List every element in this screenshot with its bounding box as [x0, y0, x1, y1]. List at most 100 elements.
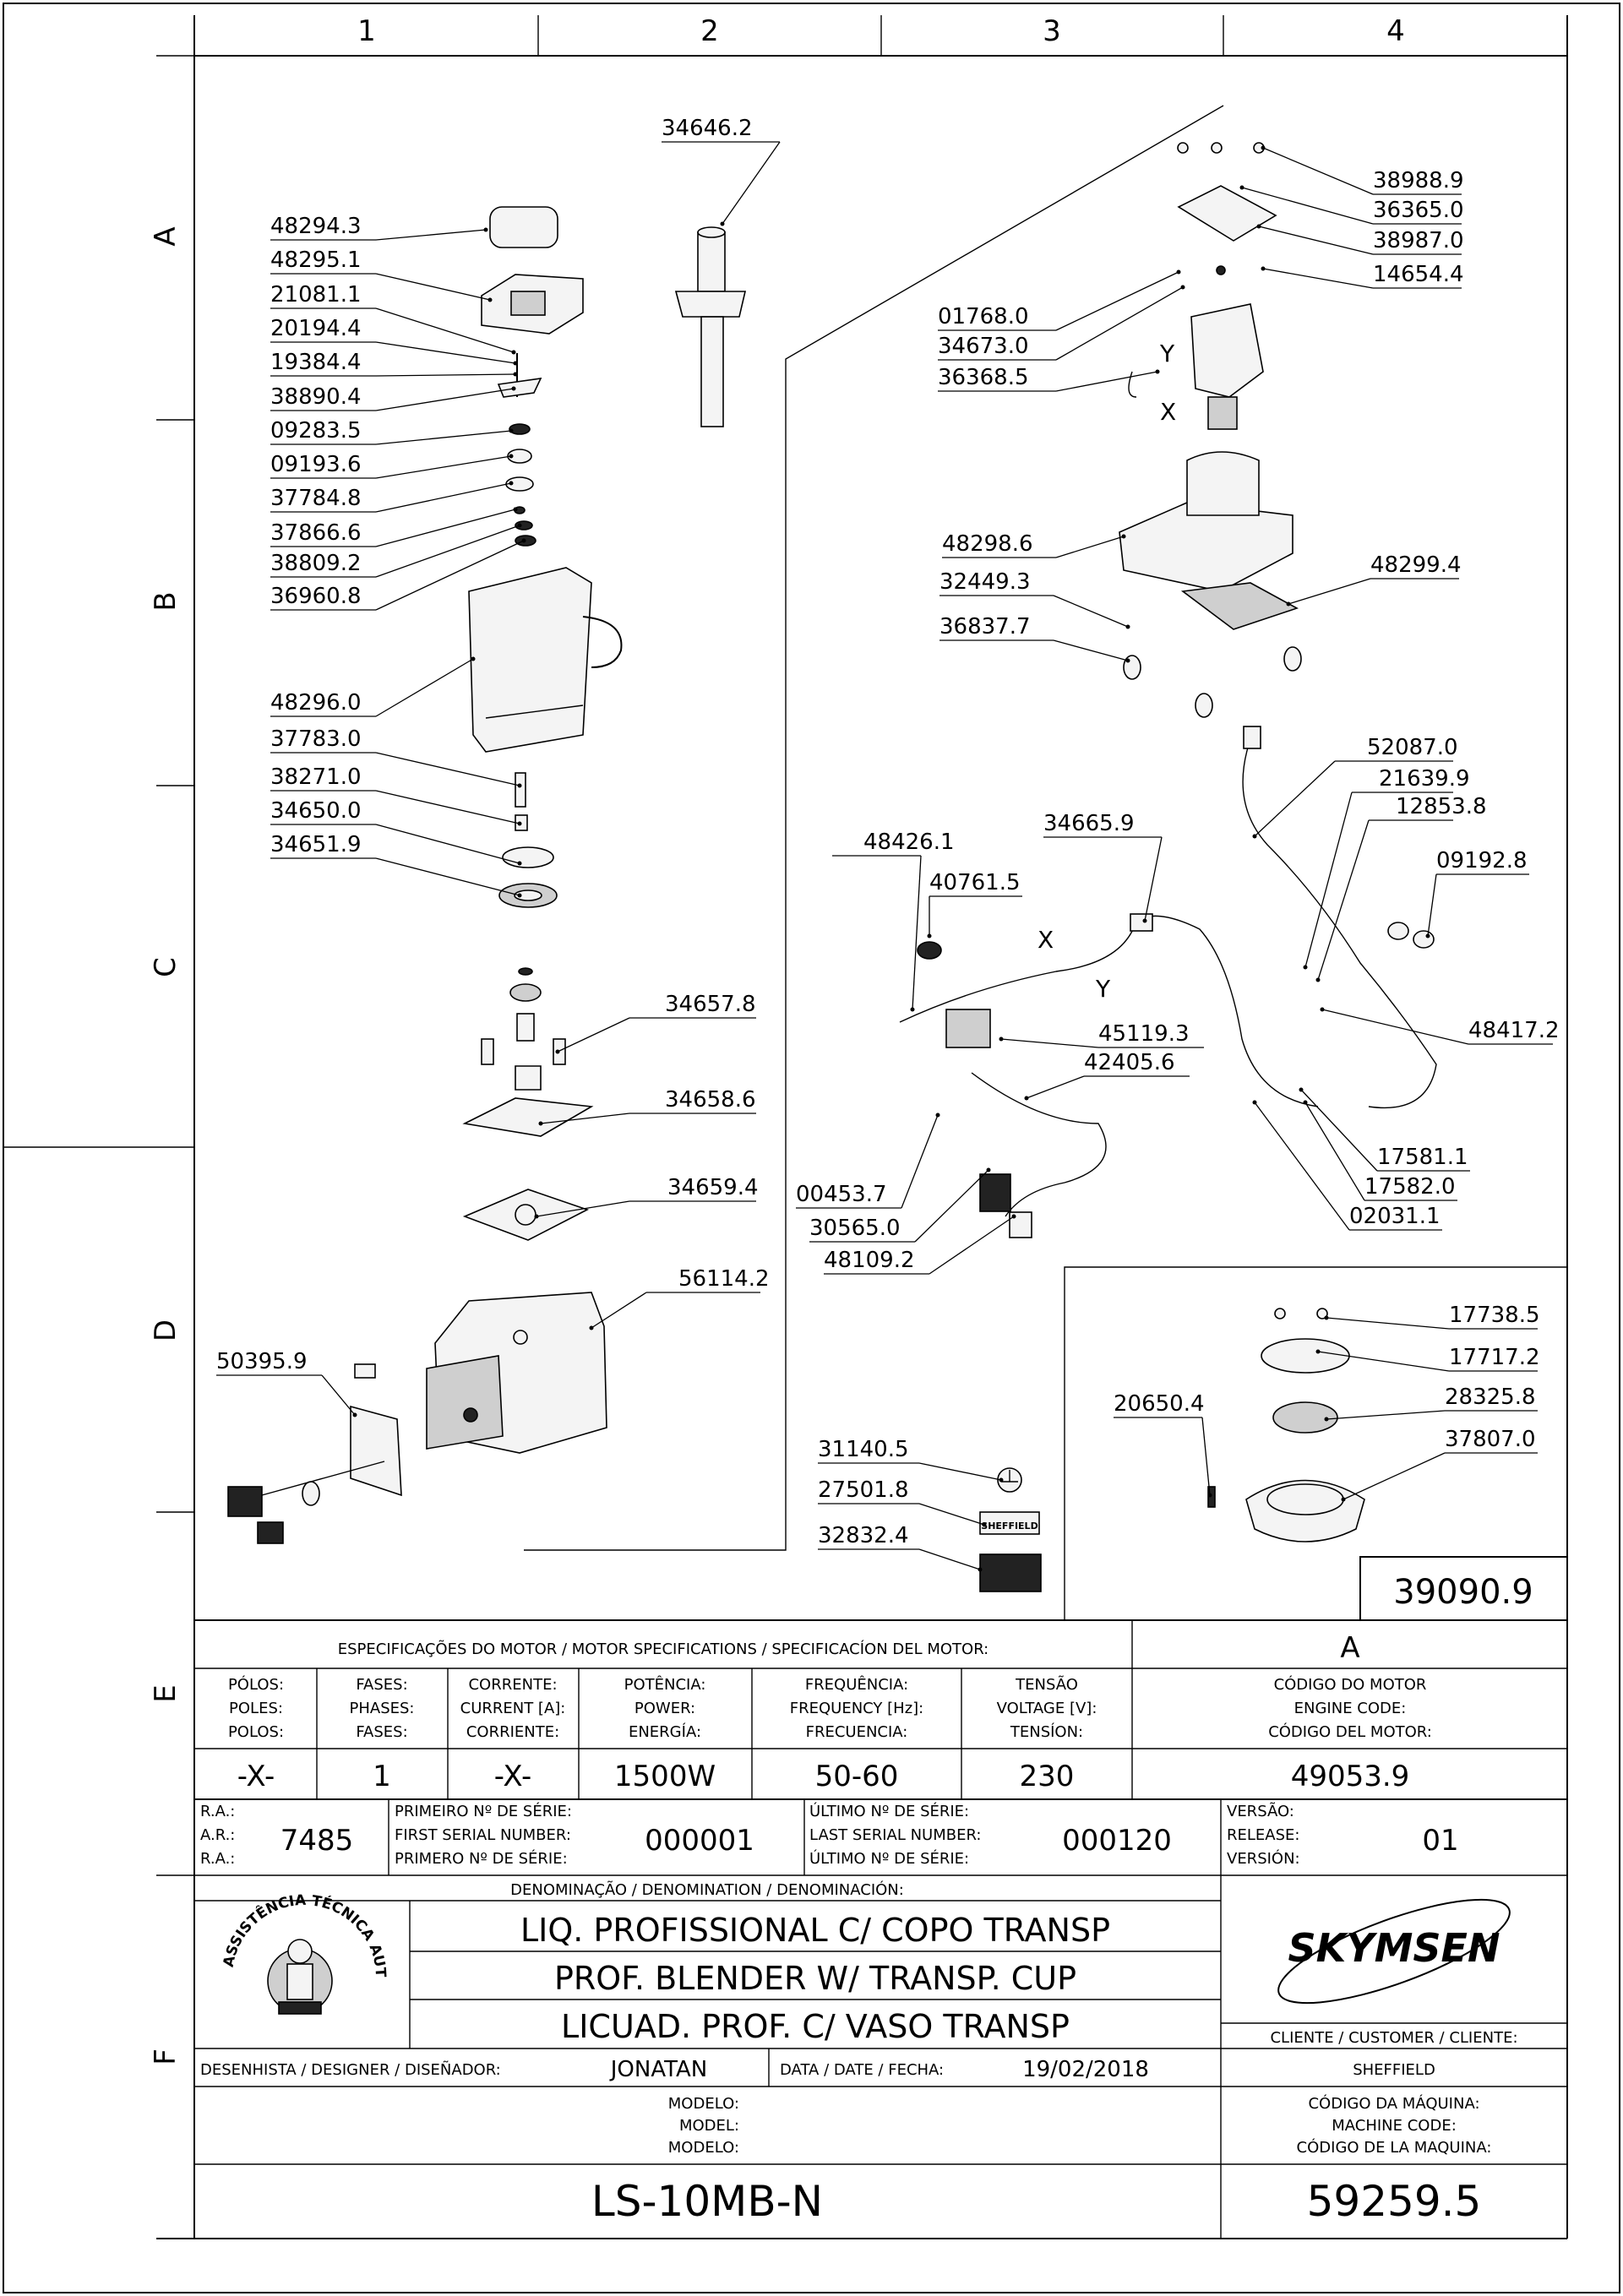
coupling-plate-shape [1261, 1338, 1350, 1374]
part-callout: 38809.2 [270, 523, 522, 578]
part-callout: 37784.8 [270, 481, 514, 513]
spec-poles: PÓLOS: POLES: POLOS: -X- [228, 1675, 284, 1793]
part-leader-line [1317, 819, 1370, 981]
brand-label-shape [979, 1511, 1040, 1535]
part-leader-end [483, 227, 488, 232]
part-leader-end [1125, 658, 1130, 663]
part-leader-end [1256, 224, 1261, 229]
part-leader-line [1304, 1102, 1365, 1201]
part-leader-line [536, 1200, 630, 1217]
svg-text:CÓDIGO DO MOTOR: CÓDIGO DO MOTOR [1274, 1675, 1427, 1694]
poles-value: -X- [237, 1760, 275, 1793]
part-number-label: 36960.8 [270, 584, 362, 609]
motor-cover-shape [1177, 185, 1277, 242]
part-callout: 21639.9 [1303, 766, 1470, 970]
spec-phases: FASES: PHASES: FASES: 1 [350, 1676, 415, 1793]
part-leader-line [1288, 578, 1371, 605]
part-leader-end [999, 1477, 1004, 1483]
part-leader-end [1303, 965, 1308, 970]
part-number-label: 36368.5 [938, 365, 1029, 390]
part-number-label: 21081.1 [270, 282, 362, 307]
wire-label: Y [1159, 340, 1175, 367]
first-serial-cell: PRIMEIRO Nº DE SÉRIE: FIRST SERIAL NUMBE… [395, 1802, 754, 1868]
part-number-label: 09193.6 [270, 452, 362, 477]
motor-specs-header: ESPECIFICAÇÕES DO MOTOR / MOTOR SPECIFIC… [338, 1640, 989, 1658]
svg-text:FRECUENCIA:: FRECUENCIA: [806, 1723, 908, 1741]
part-number-label: 14654.4 [1373, 262, 1464, 287]
part-number-label: 48294.3 [270, 214, 362, 239]
part-leader-line [1326, 1410, 1446, 1420]
part-leader-line [1258, 226, 1374, 255]
svg-text:CORRIENTE:: CORRIENTE: [466, 1723, 559, 1741]
part-callout: 17582.0 [1303, 1100, 1457, 1201]
row-label: E [149, 1684, 182, 1702]
part-number-label: 19384.4 [270, 350, 362, 375]
part-shapes [227, 142, 1437, 1592]
part-leader-line [1262, 147, 1374, 195]
part-callout: 32449.3 [939, 569, 1130, 629]
part-callout: 48296.0 [270, 656, 476, 717]
customer-value: SHEFFIELD [1353, 2061, 1435, 2079]
part-number-label: 48426.1 [863, 830, 955, 855]
svg-text:RELEASE:: RELEASE: [1227, 1826, 1299, 1844]
part-number-label: 37866.6 [270, 520, 362, 546]
svg-text:ÚLTIMO Nº DE SÉRIE:: ÚLTIMO Nº DE SÉRIE: [809, 1849, 969, 1868]
part-callout: 34657.8 [555, 992, 756, 1054]
lid-cap-shape [489, 206, 558, 248]
column-grid: 1 2 3 4 [357, 14, 1405, 56]
denomination-header: DENOMINAÇÃO / DENOMINATION / DENOMINACIÓ… [510, 1880, 904, 1899]
part-leader-line [1053, 595, 1129, 628]
svg-text:ENERGÍA:: ENERGÍA: [629, 1722, 701, 1741]
drive-shaft-shape [697, 231, 726, 292]
column-label: 3 [1043, 14, 1061, 48]
part-leader-line [375, 525, 520, 578]
part-leader-line [375, 455, 512, 479]
part-number-label: 31140.5 [818, 1437, 909, 1462]
part-leader-line [1000, 1038, 1099, 1048]
designer-label: DESENHISTA / DESIGNER / DISEÑADOR: [200, 2060, 501, 2079]
part-leader-line [375, 373, 516, 377]
part-leader-line [1053, 639, 1129, 661]
part-callout: 30565.0 [809, 1167, 991, 1243]
part-leader-line [1055, 271, 1179, 331]
part-callout: 36837.7 [939, 614, 1130, 663]
part-callout: 20194.4 [270, 316, 518, 366]
part-callout: 37783.0 [270, 726, 522, 788]
part-leader-end [999, 1036, 1004, 1042]
spec-current: CORRENTE: CURRENT [A]: CORRIENTE: -X- [460, 1676, 566, 1793]
part-callout: 38987.0 [1256, 224, 1464, 255]
part-number-label: 56114.2 [678, 1266, 770, 1292]
part-number-label: 17582.0 [1364, 1174, 1456, 1200]
part-leader-line [918, 1548, 981, 1570]
part-leader-end [509, 454, 514, 459]
part-callout: 38988.9 [1261, 145, 1464, 195]
part-leader-line [1254, 1102, 1350, 1231]
part-leader-end [487, 297, 493, 302]
part-number-label: 37783.0 [270, 726, 362, 752]
vent-plate-shape [1180, 582, 1299, 630]
row-label: D [149, 1319, 182, 1341]
part-callout: 28325.8 [1324, 1385, 1538, 1422]
part-number-label: 09283.5 [270, 418, 362, 443]
engine-code-value: 49053.9 [1291, 1760, 1410, 1793]
part-leader-end [1207, 1493, 1212, 1498]
switch-plate-shape [350, 1405, 402, 1497]
part-leader-line [1304, 792, 1353, 968]
part-leader-line [918, 1503, 985, 1526]
part-leader-line [929, 1216, 1015, 1275]
part-callouts: 34646.248294.348295.121081.120194.419384… [216, 116, 1560, 1572]
part-leader-end [1320, 1007, 1325, 1012]
part-number-label: 38271.0 [270, 764, 362, 790]
part-leader-end [1315, 1349, 1321, 1354]
part-leader-end [511, 386, 516, 391]
svg-text:FASES:: FASES: [356, 1676, 407, 1694]
part-leader-end [471, 656, 476, 661]
release-value: 01 [1422, 1824, 1458, 1858]
part-leader-end [720, 221, 725, 226]
part-callout: 31140.5 [818, 1437, 1004, 1483]
part-leader-end [509, 481, 514, 486]
part-leader-end [521, 538, 526, 543]
part-leader-line [1055, 286, 1184, 361]
part-leader-line [375, 509, 516, 547]
release-cell: VERSÃO: RELEASE: VERSIÓN: 01 [1227, 1802, 1459, 1868]
